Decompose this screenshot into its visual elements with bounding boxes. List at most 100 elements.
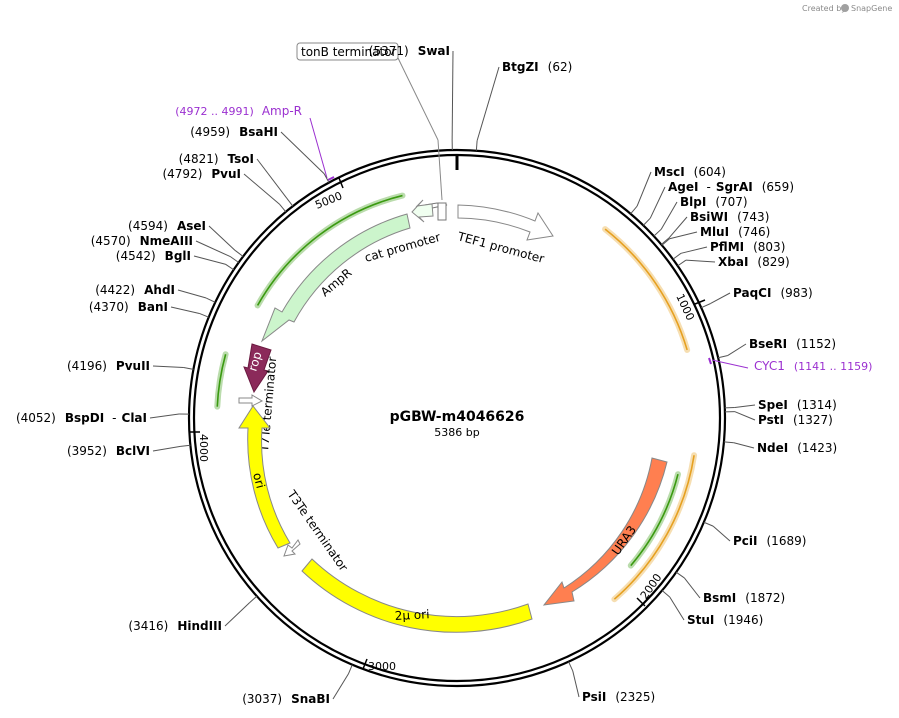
enzyme-label: (5371)SwaI [369,44,450,58]
enzyme-leader-line [451,50,454,141]
enzyme-cut-line [672,252,682,260]
enzyme-label: (4370)BanI [89,300,168,314]
enzyme-ahdi[interactable]: (4422)AhdI [95,283,216,303]
enzyme-xbai[interactable]: XbaI(829) [677,255,790,269]
enzyme-leader-line [660,201,678,230]
enzyme-asei[interactable]: (4594)AseI [128,219,244,257]
enzyme-pflmi[interactable]: PflMI(803) [672,240,785,260]
svg-text:3000: 3000 [368,660,396,673]
green-arc-left [216,354,227,407]
enzyme-leader-line [734,404,756,408]
created-by-text: Created by [802,4,846,13]
enzyme-stui[interactable]: StuI(1946) [661,590,763,627]
enzyme-leader-line [680,246,708,254]
enzyme-leader-line [733,442,755,449]
enzyme-cut-line [286,197,294,207]
enzyme-cut-line [206,297,216,303]
two-micron-ori-block [301,558,533,633]
enzyme-btgzi[interactable]: BtgZI(62) [475,60,572,151]
t3te-terminator-arrow [283,539,301,557]
enzyme-bgli[interactable]: (4542)BglI [116,249,235,271]
enzyme-leader-line [332,673,349,700]
enzyme-psti[interactable]: PstI(1327) [724,411,833,427]
cyc1-primer-label: CYC1(1141 .. 1159) [754,359,872,373]
enzyme-label: PsiI(2325) [582,690,655,704]
enzyme-snabi[interactable]: (3037)SnaBI [242,664,353,706]
enzyme-cut-line [701,303,711,309]
green-arc-ura3 [630,474,679,567]
tonb-terminator-block [437,202,447,221]
tick-4000: 4000 [189,431,210,462]
enzyme-hindiii[interactable]: (3416)HindIII [128,595,258,633]
enzyme-leader-line [636,171,652,207]
enzyme-label: (4821)TsoI [179,152,254,166]
enzyme-bclvi[interactable]: (3952)BclVI [67,444,191,458]
enzyme-cut-line [347,664,353,675]
tonb-terminator-callout: tonB terminator [296,42,443,201]
enzyme-leader-line [668,216,688,239]
enzyme-label: MluI(746) [700,225,770,239]
enzyme-leader-line [149,413,180,419]
enzyme-label: (3416)HindIII [128,619,222,633]
enzyme-pvui[interactable]: (4792)PvuI [162,167,287,213]
ampr-arrow [260,213,411,343]
enzyme-label: (4052)BspDI-ClaI [16,411,147,425]
orange-arc-upper [604,228,688,351]
enzyme-mlui[interactable]: MluI(746) [661,225,770,246]
enzyme-cut-line [660,237,670,245]
enzyme-leader-line [669,596,685,621]
orange-arc-upper-halo [602,226,691,353]
snapgene-name-text: SnapGene [851,4,892,13]
enzyme-tsoi[interactable]: (4821)TsoI [179,152,294,207]
enzyme-psii[interactable]: PsiI(2325) [568,661,656,704]
enzyme-bsahi[interactable]: (4959)BsaHI [190,125,330,183]
enzyme-bseri[interactable]: BseRI(1152) [718,337,836,359]
enzyme-spei[interactable]: SpeI(1314) [724,398,837,412]
enzyme-leader-line [177,289,207,299]
enzyme-agei[interactable]: AgeI-SgrAI(659) [642,180,794,226]
enzyme-leader-line [572,670,580,698]
t3te-terminator-label: T3Te terminator [284,487,351,574]
enzyme-cut-line [703,521,714,527]
cat-promoter-arrow [411,199,434,223]
enzyme-leader-line [195,240,231,258]
enzyme-bspdi[interactable]: (4052)BspDI-ClaI [16,411,190,425]
enzyme-cut-line [661,590,671,598]
cyc1-primer-mark [708,357,712,365]
enzyme-pcii[interactable]: PciI(1689) [703,521,807,548]
enzyme-nmeaiii[interactable]: (4570)NmeAIII [91,234,239,263]
enzyme-ndei[interactable]: NdeI(1423) [723,441,837,455]
enzyme-bsmi[interactable]: BsmI(1872) [675,571,785,605]
enzyme-blpi[interactable]: BlpI(707) [653,195,748,237]
two-micron-ori-label: 2μ ori [394,607,429,623]
enzyme-leader-line [669,231,698,240]
enzyme-leader-line [193,255,226,265]
tonb-terminator-label: tonB terminator [301,45,397,59]
enzyme-label: (3037)SnaBI [242,692,330,706]
enzyme-cut-line [718,354,728,359]
enzyme-cut-line [249,595,258,604]
cyc1-primer-leader [711,359,749,369]
enzyme-cut-line [723,441,734,444]
enzyme-leader-line [208,225,236,251]
enzyme-pvuii[interactable]: (4196)PvuII [67,359,194,373]
enzyme-leader-line [152,445,181,452]
enzyme-cut-line [180,444,191,447]
enzyme-swai[interactable]: (5371)SwaI [369,44,454,151]
plasmid-name: pGBW-m4046626 [390,409,525,425]
enzyme-label: MscI(604) [654,165,726,179]
enzyme-label: SpeI(1314) [758,398,837,412]
enzyme-label: (4570)NmeAIII [91,234,193,248]
amp-r-primer-leader [309,117,328,179]
enzyme-msci[interactable]: MscI(604) [630,165,726,215]
enzyme-leader-line [152,365,184,369]
enzyme-label: BlpI(707) [680,195,748,209]
enzyme-bani[interactable]: (4370)BanI [89,300,209,318]
enzyme-cut-line [630,205,638,215]
enzyme-cut-line [675,571,685,579]
enzyme-bsiwi[interactable]: BsiWI(743) [660,210,769,245]
snapgene-credit: Created by SnapGene [802,4,892,13]
enzyme-paqci[interactable]: PaqCI(983) [701,286,813,309]
enzyme-cut-line [642,217,651,226]
